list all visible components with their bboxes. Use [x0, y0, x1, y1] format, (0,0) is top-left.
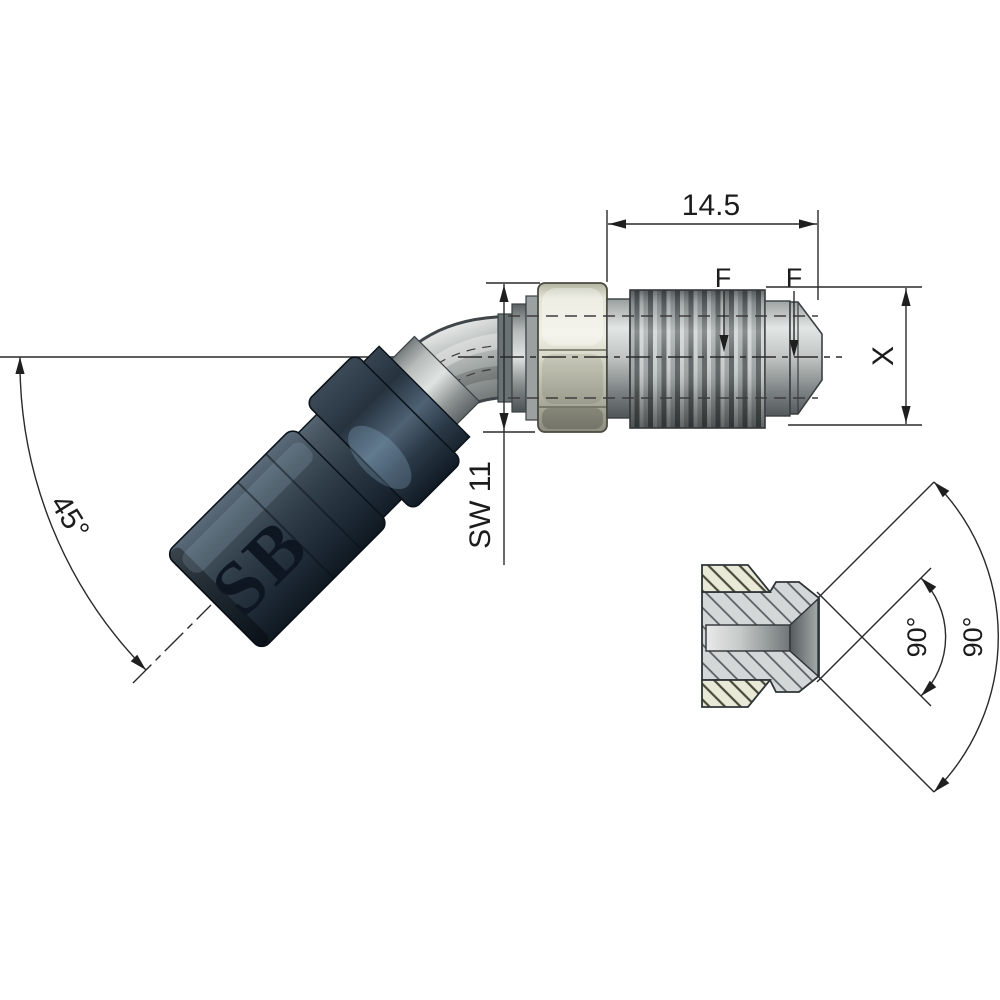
chamfer-cone-line-upper	[816, 591, 932, 707]
seat-cone-line-upper	[817, 481, 935, 599]
length-dimension: 14.5	[606, 189, 819, 300]
flange-ring-2	[511, 303, 527, 413]
socket-end-rim	[169, 547, 269, 647]
collar-ridge	[362, 345, 471, 454]
flare-angle-outer-label: 90°	[958, 617, 988, 658]
seat-cone-line-lower	[817, 675, 935, 793]
outer-angle-arc	[933, 481, 999, 793]
chamfer-cone-line-lower	[816, 567, 932, 683]
male-end-cross-section	[701, 564, 820, 708]
wrench-size-dimension: SW 11	[464, 282, 540, 565]
hex-nut-upper-face	[542, 288, 603, 346]
shoulder-ring	[606, 298, 631, 419]
length-dim-label: 14.5	[682, 189, 740, 222]
flare-angle-dimensions: 90° 90°	[816, 478, 999, 796]
socket-sheen	[182, 442, 313, 573]
x-diameter-dimension: X	[766, 286, 922, 426]
elbow-angle-label: 45°	[44, 489, 96, 545]
section-nut-flat-top	[701, 564, 772, 593]
tip-collar	[764, 300, 791, 417]
section-bore	[705, 624, 791, 652]
flare-angle-inner-label: 90°	[902, 617, 932, 658]
thread-flank-labels: F F	[715, 263, 803, 357]
flange-ring-1	[497, 313, 513, 403]
section-nut-flat-bottom	[701, 679, 772, 708]
thread-label-a: F	[715, 263, 732, 293]
collar-highlight	[348, 425, 412, 490]
sealing-cone	[789, 301, 823, 415]
thread-label-b: F	[786, 263, 803, 293]
arc-arrow-top	[15, 357, 25, 374]
hose-socket-assembly: SB	[168, 335, 481, 648]
wrench-dim-label: SW 11	[464, 461, 497, 549]
elbow-axis-centerline	[132, 604, 212, 684]
angle-45-arc	[19, 356, 147, 671]
fitting-body-side-view	[458, 282, 842, 433]
hex-nut-lower-face	[542, 354, 603, 404]
diameter-dim-label: X	[867, 346, 900, 366]
